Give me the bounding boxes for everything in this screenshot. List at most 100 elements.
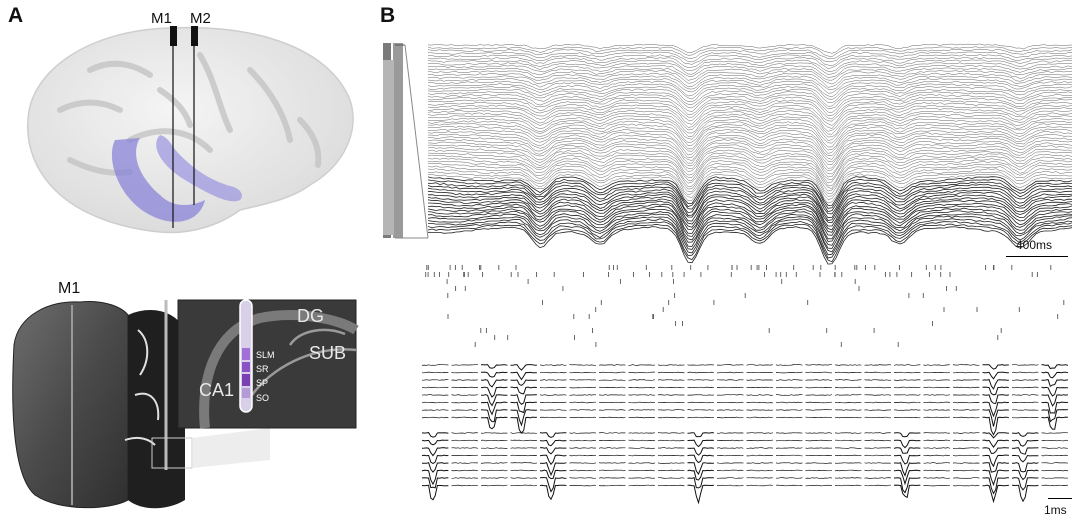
waveform-trace (480, 484, 508, 487)
waveform-trace (834, 371, 862, 374)
waveform-trace (628, 371, 655, 374)
waveform-trace (539, 484, 567, 501)
waveform-trace (864, 379, 891, 381)
waveform-trace (834, 364, 862, 366)
waveform-trace (893, 394, 921, 396)
waveform-trace (716, 394, 744, 396)
waveform-trace (628, 364, 655, 366)
waveform-trace (716, 371, 744, 374)
waveform-trace (657, 409, 685, 411)
waveform-trace (569, 477, 596, 479)
waveform-trace (569, 462, 596, 464)
waveform-trace (1011, 469, 1039, 481)
waveform-trace (864, 477, 891, 479)
waveform-trace (598, 484, 626, 487)
waveform-trace (834, 447, 862, 449)
lfp-trace (427, 202, 1073, 236)
waveform-trace (539, 416, 567, 419)
waveform-trace (451, 439, 478, 442)
waveform-trace (657, 371, 685, 374)
waveform-trace (480, 462, 508, 464)
lfp-trace (427, 64, 1073, 79)
waveform-trace (805, 386, 832, 389)
lfp-trace (427, 109, 1073, 132)
waveform-trace (923, 409, 950, 411)
waveform-trace (628, 409, 655, 411)
waveform-trace (510, 409, 537, 427)
waveform-trace (1011, 462, 1039, 473)
lfp-trace (427, 67, 1073, 81)
waveform-trace (599, 409, 626, 411)
waveform-trace (776, 477, 803, 479)
waveform-trace (451, 447, 478, 449)
waveform-trace (510, 364, 537, 371)
waveform-trace (923, 386, 950, 389)
waveform-trace (1041, 394, 1068, 407)
waveform-trace (834, 454, 862, 457)
waveform-trace (834, 477, 862, 479)
lfp-trace (427, 91, 1073, 110)
waveform-trace (893, 484, 921, 499)
waveform-trace (775, 371, 803, 374)
probe-label-m1: M1 (151, 10, 172, 27)
waveform-trace (893, 371, 921, 374)
waveform-trace (598, 401, 626, 404)
waveform-trace (569, 364, 596, 366)
waveform-trace (1041, 364, 1069, 370)
waveform-trace (1041, 447, 1068, 449)
waveform-trace (451, 371, 479, 374)
waveform-trace (510, 394, 537, 405)
waveform-trace (776, 432, 803, 434)
waveform-trace (952, 386, 980, 389)
waveform-trace (923, 416, 950, 419)
waveform-trace (805, 409, 832, 411)
lfp-trace (427, 104, 1073, 126)
lfp-trace (427, 147, 1073, 175)
waveform-trace (834, 401, 862, 404)
waveform-trace (687, 386, 714, 389)
waveform-trace (1011, 432, 1039, 437)
waveform-trace (628, 454, 655, 457)
waveform-trace (628, 477, 655, 479)
waveform-trace (539, 469, 567, 480)
waveform-trace (480, 409, 508, 423)
waveform-trace (539, 477, 567, 493)
waveform-trace (982, 432, 1009, 439)
waveform-trace (982, 386, 1010, 396)
waveform-trace (539, 432, 567, 438)
waveform-trace (510, 386, 537, 395)
waveform-trace (657, 454, 685, 457)
waveform-trace (893, 364, 921, 366)
waveform-trace (481, 364, 508, 369)
lfp-trace (427, 136, 1073, 163)
lfp-trace (428, 218, 1073, 256)
waveform-trace (539, 379, 567, 381)
waveform-trace (480, 386, 508, 398)
lfp-trace (427, 173, 1073, 204)
waveform-trace (421, 432, 449, 438)
waveform-trace (687, 462, 714, 476)
layer-label-slm: SLM (256, 350, 275, 360)
waveform-trace (864, 462, 891, 464)
waveform-trace (775, 439, 803, 442)
waveform-trace (451, 401, 478, 404)
waveform-trace (982, 484, 1009, 504)
waveform-trace (657, 379, 685, 381)
waveform-trace (657, 416, 685, 419)
waveform-trace (775, 484, 803, 487)
lfp-trace (427, 184, 1073, 215)
waveform-trace (451, 379, 478, 381)
panel-label-b: B (380, 4, 396, 27)
waveform-trace (923, 394, 950, 396)
waveform-trace (746, 409, 773, 411)
waveform-trace (687, 371, 714, 374)
waveform-trace (746, 379, 773, 381)
waveform-trace (982, 401, 1009, 418)
waveform-trace (510, 447, 537, 449)
waveform-trace (864, 409, 891, 411)
waveform-trace (805, 484, 832, 487)
waveform-trace (598, 364, 626, 366)
